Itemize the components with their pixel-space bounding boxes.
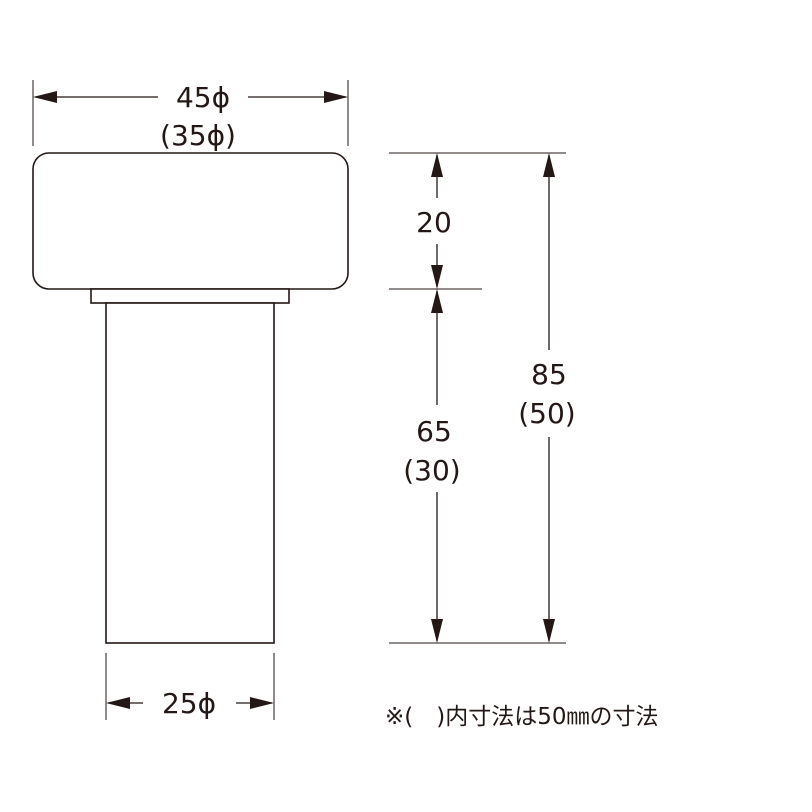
total-height-dimension: 85 (50)	[389, 153, 576, 644]
stem-height-alt-label: (30)	[403, 454, 460, 487]
arrow-down	[543, 619, 555, 643]
cap-collar	[90, 288, 290, 304]
bottom-width-dimension: 25ϕ	[105, 653, 275, 720]
bottom-width-label: 25ϕ	[162, 687, 216, 720]
arrow-up	[431, 153, 443, 177]
arrow-left	[33, 91, 57, 103]
part-outline	[32, 152, 349, 644]
top-width-label: 45ϕ	[176, 81, 230, 114]
total-height-alt-label: (50)	[518, 397, 575, 430]
top-width-alt-label: (35ϕ)	[160, 119, 236, 152]
stem	[105, 302, 275, 644]
arrow-right	[324, 91, 348, 103]
dimension-note: ※( )内寸法は50㎜の寸法	[385, 704, 658, 730]
arrow-right	[250, 697, 274, 709]
arrow-up	[431, 289, 443, 313]
arrow-down	[431, 265, 443, 289]
total-height-label: 85	[531, 358, 567, 391]
stem-height-dimension: 65 (30)	[403, 289, 461, 643]
cap-head	[32, 152, 349, 290]
top-width-dimension: 45ϕ (35ϕ)	[32, 80, 349, 152]
head-height-dimension: 20	[389, 152, 566, 290]
stem-height-label: 65	[416, 415, 452, 448]
arrow-left	[106, 697, 130, 709]
head-height-label: 20	[416, 206, 452, 239]
arrow-up	[543, 153, 555, 177]
arrow-down	[431, 619, 443, 643]
